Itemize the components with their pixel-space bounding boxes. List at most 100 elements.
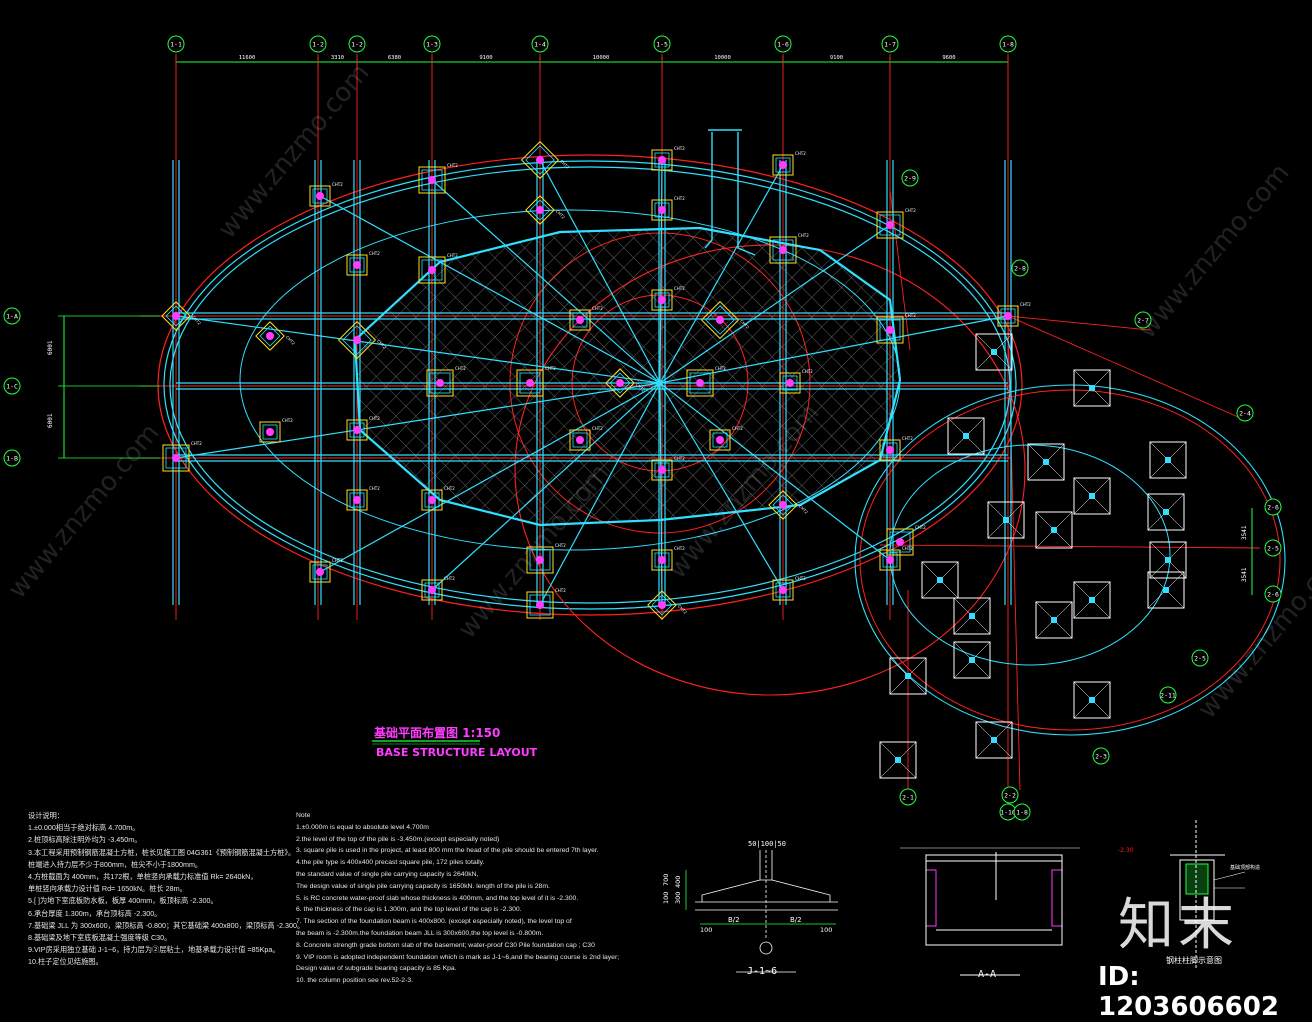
axis-label: 2-4 [1239,410,1251,418]
notes-cn-line: 单桩竖向承载力设计值 Rd= 1650kN。桩长 28m。 [28,884,187,894]
axis-bubble: 1-2 [348,35,366,53]
axis-label: 1-5 [656,41,668,49]
pile-cap-tag: CHT2 [369,251,380,256]
footing-dim-left-2: 300 [674,892,682,904]
notes-en-line: 6. the thickness of the cap is 1.300m, a… [296,906,522,914]
pile-cap: CHT2 [309,558,343,583]
pile-cap-tag: CHT2 [444,486,455,491]
pile-cap: CHT2 [569,426,603,451]
axis-label: 1-2 [351,41,363,49]
pile-cap: CHT2 [879,436,913,461]
pile-cap: CHT2 [569,306,603,331]
notes-cn-lines: 1.±0.000相当于绝对标高 4.700m。2.桩顶标高除注明外均为 -3.4… [28,822,304,968]
beam-line [539,159,661,384]
right-dimension-chain: 3541 3541 [1241,508,1253,595]
notes-en-title: Note [296,812,311,819]
vip-footing [1073,369,1111,407]
axis-bubble: 2-11 [1159,686,1177,704]
beam-line [659,315,1009,384]
pile-cap: CHT2 [161,301,202,331]
watermark-site: www.znzmo.com [212,58,375,244]
watermark-site: www.znzmo.com [2,418,165,604]
top-dim-text: 9100 [830,55,843,61]
vip-footing [1149,441,1187,479]
beam-line [659,164,784,384]
notes-cn-line: 10.柱子定位见结施图。 [28,957,103,967]
pile-cap-tag: CHT2 [555,209,566,220]
pile-cap: CHT2 [526,588,566,619]
notes-en-line: 9. VIP room is adopted independent found… [296,953,620,961]
vip-footing [1149,541,1187,579]
vip-footing [1035,601,1073,639]
axis-bubble: 2-6 [1264,585,1282,603]
pile-cap: CHT2 [647,590,688,620]
axis-label: 1-A [6,313,18,321]
axis-bubble: 1-1 [167,35,185,53]
notes-cn-line: 6.承台厚度 1.300m，承台顶标高 -2.300。 [28,908,162,918]
pile-cap: CHT2 [651,286,685,311]
pile-cap-tag: CHT2 [191,315,202,326]
pile-cap: CHT2 [876,208,916,239]
section-aa-detail [900,847,1080,976]
pile-cap: CHT2 [346,251,380,276]
pile-cap-tag: CHT2 [732,426,743,431]
axis-label: 1-6 [777,41,789,49]
footing-dim-left-3: 400 [674,876,682,888]
column-base-caption: 钢柱柱脚示意图 [1166,956,1222,965]
beam-line [659,159,663,384]
axis-label: 2-6 [1267,591,1279,599]
pile-cap-tag: CHT2 [915,525,926,530]
axis-label: 1-C [6,383,18,391]
axis-label: 2-2 [1004,792,1016,800]
axis-label: 1-4 [534,41,546,49]
pile-cap-tag: CHT2 [674,146,685,151]
pile-cap: CHT2 [769,233,809,264]
top-dim-text: 3310 [331,55,344,61]
footing-dim-left-1: 700 [662,874,670,886]
pile-cap: CHT2 [709,426,743,451]
axis-bubble: 1-C [3,377,21,395]
axis-label: 2-5 [1267,545,1279,553]
pile-cap: CHT2 [879,546,913,571]
footing-dim-top: 50|100|50 [748,840,786,848]
axis-bubble: 2-8 [1011,259,1029,277]
axis-bubble: 1-7 [881,35,899,53]
pile-cap: CHT2 [651,146,685,171]
axis-bubble: 2-3 [1092,747,1110,765]
vip-footing [1147,493,1185,531]
notes-cn-title: 设计说明： [28,811,64,820]
footing-dim-bottom-3: 100 [820,926,832,934]
axis-label: 1-3 [426,41,438,49]
axis-bubble: 1-2 [309,35,327,53]
axis-label: 1-8 [1002,41,1014,49]
pile-cap-tag: CHT2 [559,159,570,170]
pile-cap-tag: CHT2 [455,366,466,371]
beam-line [659,224,891,384]
pile-cap: CHT2 [768,490,809,520]
pile-cap: CHT2 [337,320,388,360]
pile-cap: CHT2 [651,456,685,481]
grid-line-radial [879,544,1261,549]
axis-label: 2-3 [1095,753,1107,761]
pile-cap-tag: CHT2 [555,543,566,548]
top-dim-text: 9600 [942,55,955,61]
axis-label: 2-7 [1137,317,1149,325]
vip-footing [1073,581,1111,619]
axis-bubble: 1-A [3,307,21,325]
axis-bubble: 2-5 [1191,649,1209,667]
notes-en-line: 10. the column position see rev.52-2-3. [296,977,413,985]
pile-cap: CHT2 [426,366,466,397]
pile-cap-tag: CHT2 [635,382,646,393]
notes-en-line: 2.the level of the top of the pile is -3… [296,835,500,843]
vip-footing [1027,443,1065,481]
pile-cap: CHT2 [421,576,455,601]
pile-cap-tag: CHT2 [369,486,380,491]
pile-cap-tag: CHT2 [592,426,603,431]
pile-cap: CHT2 [309,182,343,207]
pile-cap: CHT2 [162,441,202,472]
vip-independent-footings [879,333,1187,779]
pile-cap-tag: CHT2 [905,208,916,213]
pile-cap: CHT2 [779,369,813,394]
pile-cap: CHT2 [418,163,458,194]
